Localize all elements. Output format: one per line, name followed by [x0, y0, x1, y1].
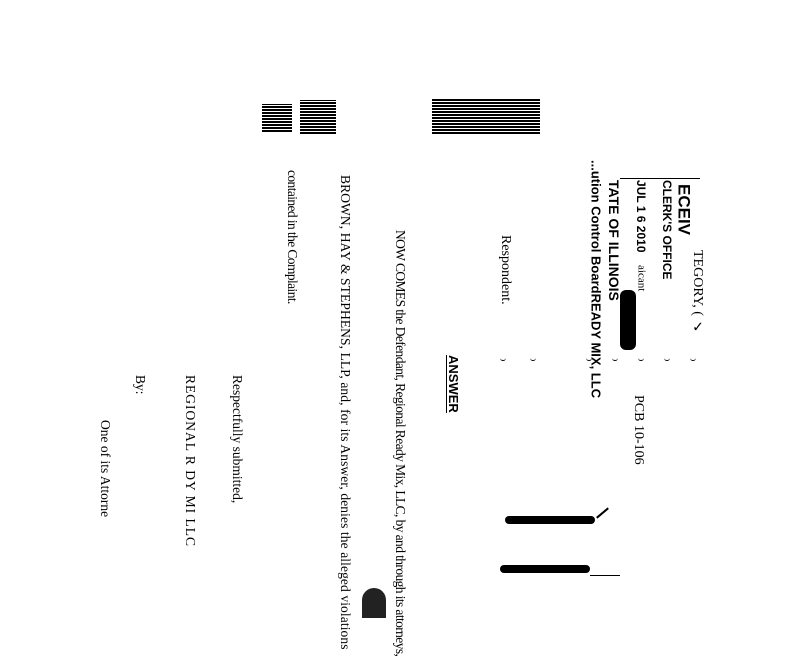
received-stamp: ECEIV — [674, 184, 694, 236]
caption-paren — [530, 352, 536, 361]
signature-scribble — [500, 565, 590, 573]
signature-scribble — [590, 575, 620, 576]
closing: Respectfully submitted, — [229, 375, 245, 504]
applicant-fragment: aicant — [635, 265, 648, 292]
caption-paren — [500, 352, 506, 361]
clerks-office: CLERK'S OFFICE — [660, 180, 674, 280]
caption-paren — [690, 352, 696, 361]
case-number: PCB 10-106 — [631, 395, 646, 465]
corner-mark-icon — [362, 588, 386, 618]
handwritten-scribble — [620, 290, 636, 350]
caption-paren — [638, 352, 644, 361]
body-line-3: contained in the Complaint. — [284, 170, 300, 304]
state-label: TATE OF ILLINOIS — [606, 180, 622, 301]
body-line-2: BROWN, HAY & STEPHENS, LLP, and, for its… — [337, 175, 353, 650]
category-text: TEGORY, ( ✓ — [690, 250, 705, 336]
redaction-block — [300, 100, 336, 134]
caption-paren — [612, 352, 618, 361]
caption-divider — [620, 178, 700, 179]
attorney-label: One of its Attorne — [97, 420, 113, 518]
caption-paren — [664, 352, 670, 361]
company-name: REGIONAL R DY MI LLC — [182, 375, 198, 547]
document-title: ANSWER — [446, 355, 461, 413]
redaction-block — [432, 98, 540, 134]
signature-scribble — [505, 516, 595, 524]
stamp-date: JUL 1 6 2010 — [634, 180, 648, 253]
signature-scribble — [596, 507, 609, 519]
respondent-label: Respondent. — [498, 235, 513, 305]
caption-paren — [586, 352, 592, 361]
body-line-1: NOW COMES the Defendant, Regional Ready … — [392, 230, 408, 656]
redaction-block — [262, 104, 292, 132]
by-label: By: — [132, 375, 148, 395]
board-line: ...ution Control BoardREADY MIX, LLC — [588, 160, 604, 399]
